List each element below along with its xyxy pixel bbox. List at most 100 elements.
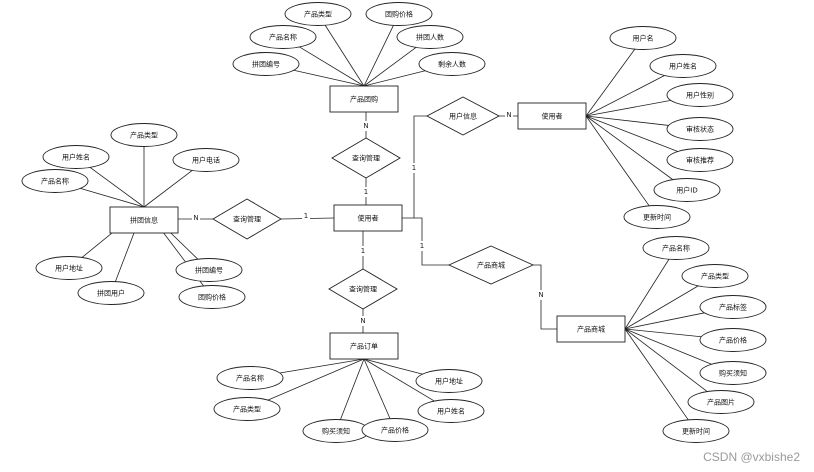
attribute-user-info: 审核推荐 [666,148,734,172]
attribute-label: 购买须知 [719,369,747,378]
attribute-mall: 产品价格 [699,328,767,352]
attribute-label: 产品类型 [701,272,729,281]
attribute-group-info: 产品类型 [110,123,178,147]
connector-line [624,328,702,338]
watermark: CSDN @vxbishe2 [703,450,800,464]
attribute-label: 用户姓名 [669,62,697,71]
cardinality-label: N [363,122,368,130]
attribute-label: 拼团编号 [195,266,223,275]
attribute-label: 用户性别 [686,91,714,100]
attribute-user-info: 更新时间 [623,205,691,229]
relationship-rel-order-user: 查询管理 [328,268,398,310]
attribute-label: 用户电话 [192,156,220,165]
entity-group-buy: 产品团购 [329,85,399,113]
attribute-order: 购买须知 [302,419,370,443]
attribute-group-info: 拼团用户 [77,281,145,305]
cardinality-label: 1 [304,212,308,220]
entity-user-info: 使用者 [517,102,587,130]
attribute-group-buy: 拼团人数 [396,25,464,49]
relationship-rel-groupinfo-user: 查询管理 [212,198,282,240]
connector-line [363,47,417,87]
attribute-label: 更新时间 [643,213,671,222]
entity-label: 产品订单 [350,342,378,351]
connector-line [363,358,435,402]
attribute-label: 购买须知 [322,427,350,436]
attribute-group-info: 团购价格 [178,285,246,309]
attribute-label: 用户地址 [55,264,83,273]
attribute-label: 用户ID [676,186,697,195]
attribute-order: 用户姓名 [417,399,485,423]
connector-line [585,48,636,117]
connector-line [363,358,423,375]
attribute-mall: 产品标签 [699,295,767,319]
attribute-group-buy: 产品类型 [284,2,352,26]
connector-line [585,115,669,126]
relationship-label: 查询管理 [352,154,380,163]
cardinality-label: N [506,111,511,119]
entity-group-info: 拼团信息 [109,206,179,234]
entity-label: 使用者 [542,112,563,121]
attribute-label: 审核推荐 [686,156,714,165]
connector-line [585,75,665,117]
attribute-group-buy: 剩余人数 [418,52,486,76]
relationship-label: 用户信息 [449,112,477,121]
attribute-group-info: 用户地址 [35,256,103,280]
attribute-label: 用户姓名 [437,407,465,416]
attribute-mall: 购买须知 [699,361,767,385]
entity-label: 产品团购 [350,95,378,104]
attribute-user-info: 用户ID [653,178,721,202]
connector-line [340,358,365,420]
attribute-order: 用户地址 [415,369,483,393]
cardinality-label: 1 [364,188,368,196]
attribute-group-info: 产品名称 [21,169,89,193]
attribute-label: 审核状态 [686,125,714,134]
attribute-order: 产品名称 [216,366,284,390]
attribute-group-buy: 拼团编号 [232,52,300,76]
relationship-rel-mall: 产品商城 [447,245,535,285]
relationship-label: 查询管理 [349,285,377,294]
cardinality-label: 1 [412,164,416,172]
connector-line [624,259,670,330]
attribute-label: 拼团人数 [416,33,444,42]
relationship-label: 产品商城 [477,261,505,270]
connector-line [363,25,394,87]
cardinality-label: N [360,317,365,325]
connector-line [293,69,365,87]
attribute-label: 产品名称 [662,244,690,253]
attribute-label: 产品名称 [41,177,69,186]
connector-line [585,115,679,152]
connector-line [279,358,365,374]
attribute-label: 团购价格 [385,10,413,19]
cardinality-label: 1 [420,242,424,250]
diagram-shapes: 产品团购使用者拼团信息产品订单产品商城使用者查询管理用户信息查询管理查询管理产品… [21,2,767,443]
attribute-mall: 产品名称 [642,236,710,260]
attribute-group-info: 用户电话 [172,148,240,172]
entity-user: 使用者 [333,204,403,232]
attribute-label: 团购价格 [198,293,226,302]
attribute-label: 产品价格 [381,426,409,435]
attribute-label: 产品类型 [233,405,261,414]
connector-line [363,358,391,419]
relationship-label: 查询管理 [233,215,261,224]
attribute-mall: 产品类型 [681,264,749,288]
connector-line [585,115,674,180]
attribute-label: 用户地址 [435,377,463,386]
attribute-label: 产品价格 [719,336,747,345]
entity-label: 产品商城 [577,325,605,334]
connector-line [624,328,712,365]
entity-mall: 产品商城 [556,315,626,343]
attribute-label: 拼团用户 [97,289,125,298]
attribute-label: 产品图片 [707,398,735,407]
attribute-order: 产品类型 [213,397,281,421]
connector-line [143,170,193,208]
cardinality-label: N [538,291,543,299]
attribute-label: 产品名称 [269,33,297,42]
connector-line [363,70,426,87]
connector-line [80,188,145,208]
attribute-group-buy: 产品名称 [249,25,317,49]
connector-line [299,46,365,87]
connector-line [624,312,705,330]
attribute-label: 产品标签 [719,303,747,312]
